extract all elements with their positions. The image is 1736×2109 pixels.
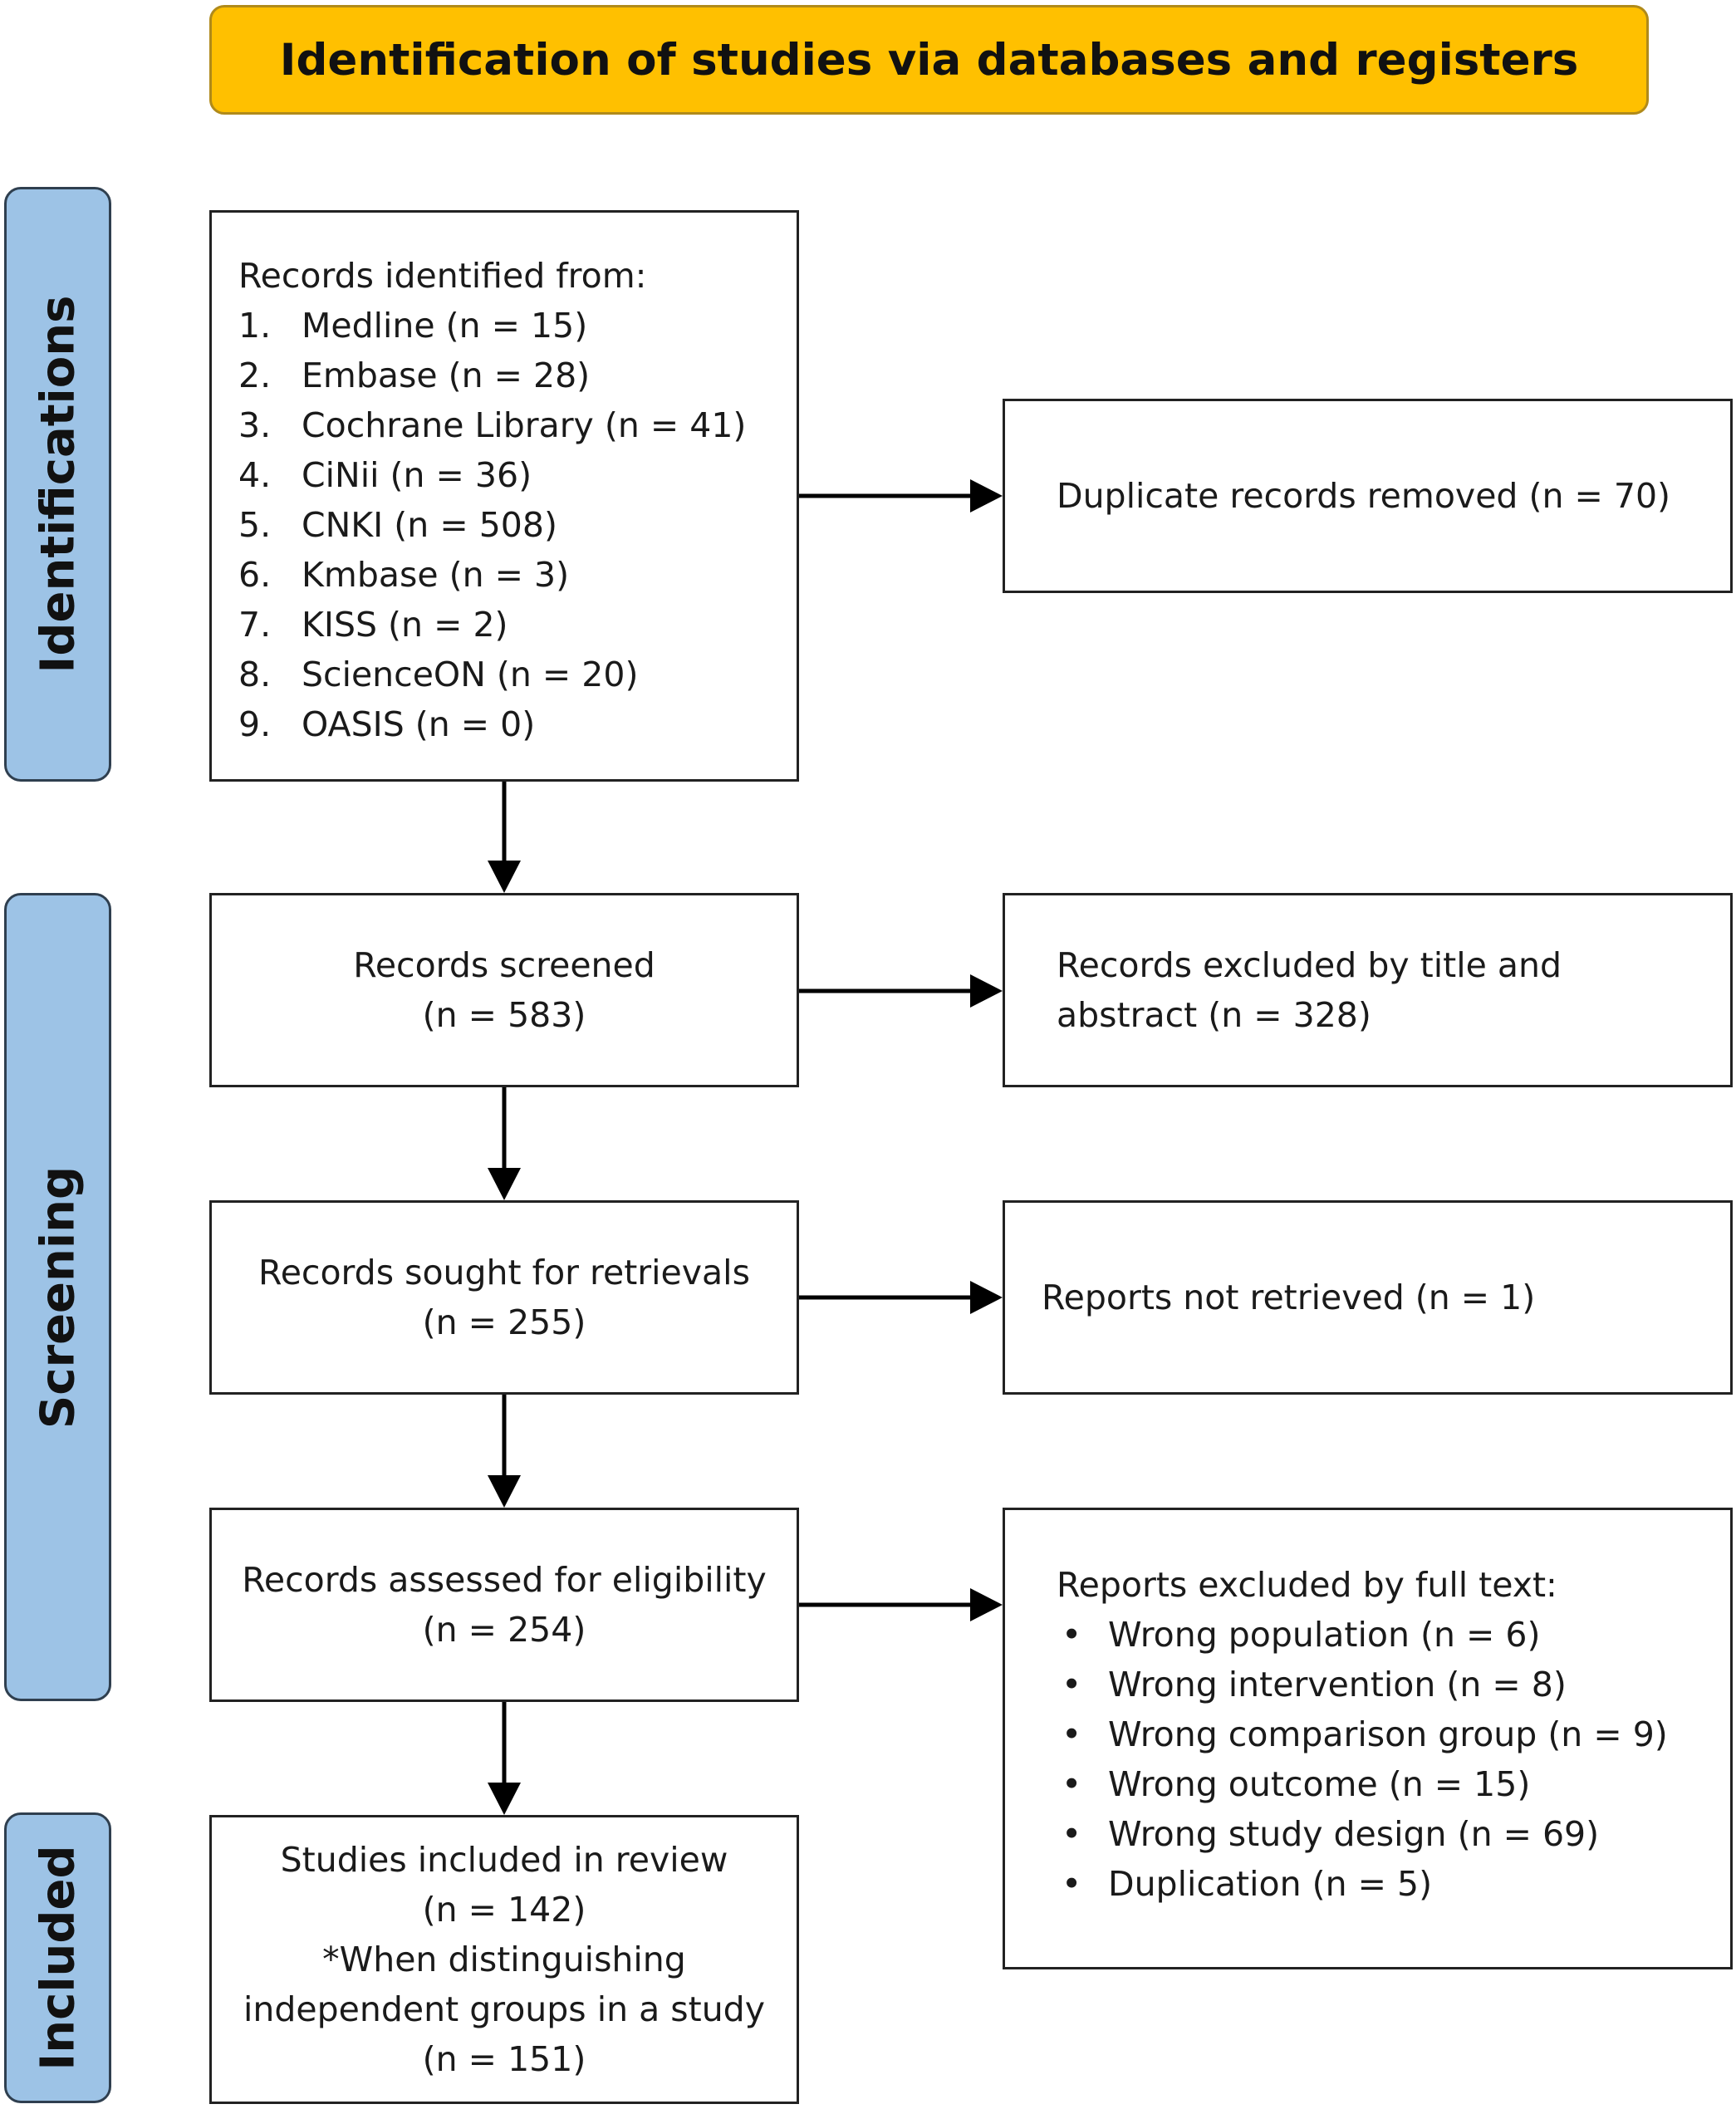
excluded-full-text-box: Reports excluded by full text: •Wrong po… <box>1003 1508 1733 1969</box>
records-screened-box: Records screened (n = 583) <box>209 893 799 1087</box>
reports-not-retrieved-text: Reports not retrieved (n = 1) <box>1042 1278 1536 1317</box>
source-item: 4.CiNii (n = 36) <box>238 455 532 495</box>
records-assessed-label: Records assessed for eligibility <box>242 1560 767 1600</box>
arrowhead <box>970 1588 1003 1621</box>
arrowhead <box>488 861 521 893</box>
source-item: 6.Kmbase (n = 3) <box>238 555 570 595</box>
excluded-title-abstract-line2: abstract (n = 328) <box>1057 995 1371 1035</box>
source-item: 8.ScienceON (n = 20) <box>238 655 639 694</box>
source-item: 1.Medline (n = 15) <box>238 306 588 346</box>
records-sought-count: (n = 255) <box>422 1302 586 1342</box>
duplicates-removed-text: Duplicate records removed (n = 70) <box>1057 476 1671 516</box>
studies-included-count: (n = 142) <box>422 1890 586 1930</box>
studies-included-box: Studies included in review (n = 142) *Wh… <box>209 1815 799 2104</box>
exclusion-reason: •Wrong intervention (n = 8) <box>1062 1665 1567 1704</box>
header-banner: Identification of studies via databases … <box>209 5 1649 115</box>
studies-included-label: Studies included in review <box>280 1840 728 1880</box>
source-item: 2.Embase (n = 28) <box>238 356 591 395</box>
studies-included-independent-count: (n = 151) <box>422 2039 586 2079</box>
records-screened-label: Records screened <box>353 945 655 985</box>
records-screened-count: (n = 583) <box>422 995 586 1035</box>
excluded-full-text-heading: Reports excluded by full text: <box>1057 1565 1557 1605</box>
exclusion-reason: •Wrong study design (n = 69) <box>1062 1814 1600 1854</box>
records-sought-label: Records sought for retrievals <box>258 1253 750 1292</box>
stage-included: Included <box>4 1812 111 2103</box>
arrowhead <box>970 974 1003 1008</box>
studies-included-note: *When distinguishing <box>322 1940 686 1979</box>
stage-identification: Identifications <box>4 187 111 782</box>
source-item: 5.CNKI (n = 508) <box>238 505 557 545</box>
arrowhead <box>488 1783 521 1815</box>
exclusion-reason: •Wrong population (n = 6) <box>1062 1615 1541 1655</box>
arrowhead <box>488 1168 521 1200</box>
arrowhead <box>970 479 1003 513</box>
records-sought-box: Records sought for retrievals (n = 255) <box>209 1200 799 1395</box>
stage-screening: Screening <box>4 893 111 1701</box>
records-identified-heading: Records identified from: <box>238 256 647 296</box>
records-assessed-box: Records assessed for eligibility (n = 25… <box>209 1508 799 1702</box>
source-item: 7.KISS (n = 2) <box>238 605 508 645</box>
reports-not-retrieved-box: Reports not retrieved (n = 1) <box>1003 1200 1733 1395</box>
header-title: Identification of studies via databases … <box>279 34 1579 86</box>
duplicates-removed-box: Duplicate records removed (n = 70) <box>1003 399 1733 593</box>
arrowhead <box>970 1281 1003 1314</box>
records-assessed-count: (n = 254) <box>422 1610 586 1650</box>
records-identified-box: Records identified from: 1.Medline (n = … <box>209 210 799 782</box>
source-item: 3.Cochrane Library (n = 41) <box>238 405 747 445</box>
excluded-title-abstract-box: Records excluded by title and abstract (… <box>1003 893 1733 1087</box>
arrowhead <box>488 1475 521 1508</box>
source-item: 9.OASIS (n = 0) <box>238 704 536 744</box>
excluded-title-abstract-line1: Records excluded by title and <box>1057 945 1562 985</box>
studies-included-note-line2: independent groups in a study <box>243 1989 765 2029</box>
exclusion-reason: •Wrong outcome (n = 15) <box>1062 1764 1531 1804</box>
exclusion-reason: •Duplication (n = 5) <box>1062 1864 1433 1904</box>
exclusion-reason: •Wrong comparison group (n = 9) <box>1062 1714 1668 1754</box>
